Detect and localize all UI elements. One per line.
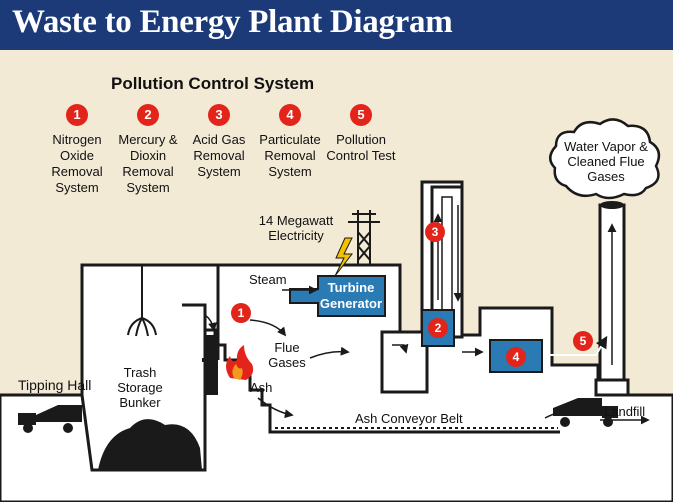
water-vapor-label: Water Vapor & Cleaned Flue Gases	[564, 139, 648, 184]
pc-step-3-label: Acid Gas Removal System	[192, 132, 246, 179]
pc-step-5: 5 Pollution Control Test	[322, 104, 400, 164]
badge-4: 4	[506, 347, 526, 367]
badge-5: 5	[573, 331, 593, 351]
turbine-generator-label: Turbine Generator	[319, 280, 383, 311]
pc-step-5-badge: 5	[350, 104, 372, 126]
header-bar: Waste to Energy Plant Diagram	[0, 0, 673, 50]
pc-step-1-badge: 1	[66, 104, 88, 126]
feed-arrow	[204, 314, 217, 332]
pc-step-3: 3 Acid Gas Removal System	[180, 104, 258, 180]
pollution-control-title: Pollution Control System	[111, 74, 315, 93]
pc-step-2: 2 Mercury & Dioxin Removal System	[109, 104, 187, 196]
landfill-label: Landfill	[604, 404, 646, 419]
dump-truck-icon-right	[553, 398, 618, 427]
electricity-label: 14 Megawatt Electricity	[258, 213, 334, 243]
flue-gases-label: Flue Gases	[268, 340, 306, 370]
smokestack-base	[594, 378, 630, 397]
dump-truck-icon-left	[18, 405, 82, 433]
flue-arrow-2	[309, 346, 350, 359]
lightning-bolt-icon	[334, 237, 354, 277]
duct-arrow	[392, 343, 409, 354]
badge-1: 1	[231, 303, 251, 323]
tipping-hall-label: Tipping Hall	[18, 377, 92, 393]
page-title: Waste to Energy Plant Diagram	[12, 4, 453, 40]
trash-bunker-pit	[80, 303, 207, 472]
pc-step-4-label: Particulate Removal System	[259, 132, 321, 179]
power-tower-icon	[348, 210, 380, 264]
trash-pile	[98, 419, 202, 470]
crane-claw-icon	[127, 265, 157, 337]
to-stack-arrow	[544, 335, 608, 356]
ash-label: Ash	[250, 380, 273, 395]
flue-arrow-1	[249, 319, 287, 337]
ash-arrow	[257, 397, 294, 419]
badge-3: 3	[425, 222, 445, 242]
ash-conveyor-label: Ash Conveyor Belt	[355, 411, 463, 426]
turbine-generator	[289, 275, 386, 317]
building-body	[0, 180, 673, 502]
trash-particles	[202, 342, 217, 363]
cloud-icon	[549, 118, 661, 200]
fire-icon	[226, 345, 254, 380]
smokestack-top	[600, 201, 624, 209]
pc-step-2-label: Mercury & Dioxin Removal System	[118, 132, 178, 195]
pc-step-2-badge: 2	[137, 104, 159, 126]
duct-box	[380, 330, 429, 394]
badge-2: 2	[428, 318, 448, 338]
pc-step-1-label: Nitrogen Oxide Removal System	[51, 132, 103, 195]
pc-step-1: 1 Nitrogen Oxide Removal System	[38, 104, 116, 196]
steam-label: Steam	[249, 272, 287, 287]
trash-bunker-label: Trash Storage Bunker	[117, 365, 163, 410]
plant-diagram	[0, 118, 673, 502]
pc-step-4: 4 Particulate Removal System	[251, 104, 329, 180]
pc-step-3-badge: 3	[208, 104, 230, 126]
pc-step-5-label: Pollution Control Test	[326, 132, 396, 163]
pc-step-4-badge: 4	[279, 104, 301, 126]
